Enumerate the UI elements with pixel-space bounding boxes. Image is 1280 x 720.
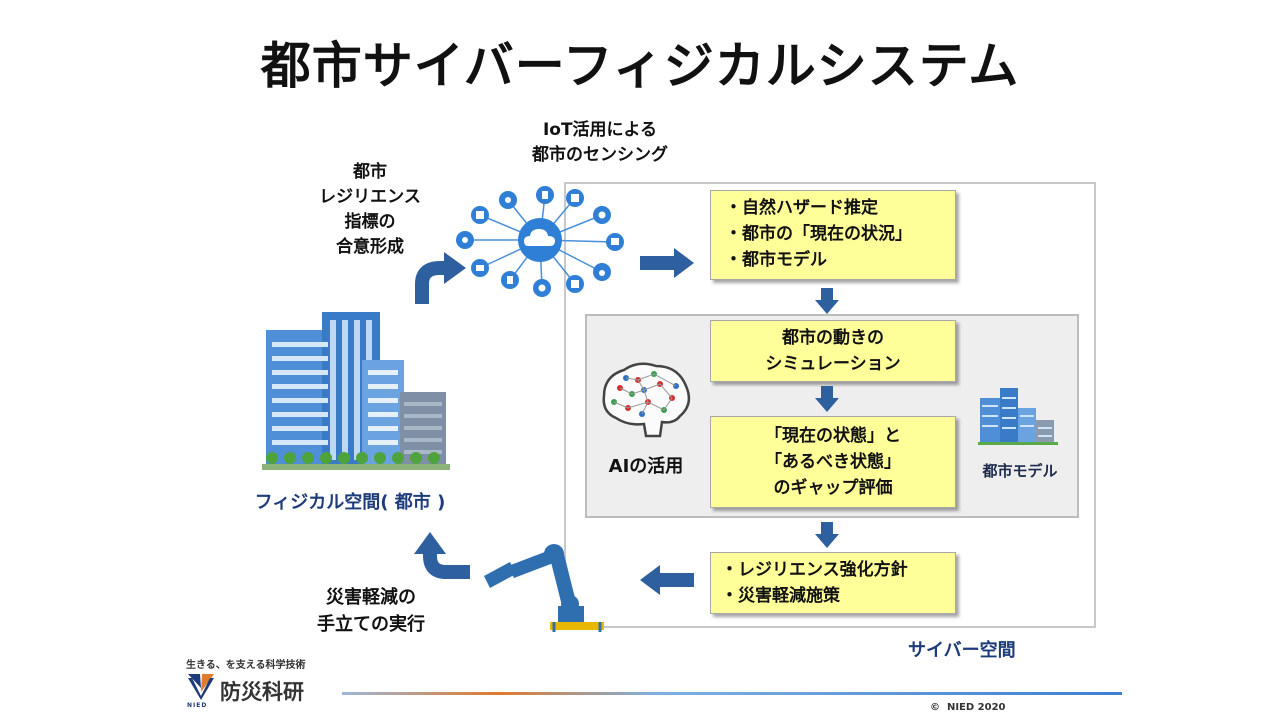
- resilience-index-label: 都市 レジリエンス 指標の 合意形成: [319, 162, 421, 257]
- hazard-estimation-box: ・自然ハザード推定 ・都市の「現在の状況」 ・都市モデル: [710, 190, 956, 280]
- iot-network-graphic: [456, 186, 624, 297]
- nied-tagline: 生きる、を支える科学技術: [186, 660, 306, 671]
- nied-mark-text: NIED: [187, 702, 208, 709]
- gap-evaluation-box: 「現在の状態」と 「あるべき状態」 のギャップ評価: [710, 416, 956, 508]
- arrow-to-execution: [640, 565, 694, 595]
- arrow-down-2: [815, 386, 839, 412]
- city-model-label: 都市モデル: [982, 462, 1058, 480]
- page-title: 都市サイバーフィジカルシステム: [260, 37, 1020, 95]
- physical-city-buildings: [262, 312, 450, 470]
- footer-divider: [342, 692, 1122, 695]
- curved-arrow-down: [414, 532, 470, 579]
- curved-arrow-up: [415, 252, 466, 304]
- ai-utilization-label: AIの活用: [608, 456, 684, 477]
- arrow-to-analysis: [640, 248, 694, 278]
- city-model-buildings: [978, 388, 1058, 445]
- nied-logo-icon: [188, 674, 214, 700]
- arrow-down-1: [815, 288, 839, 314]
- iot-sensing-label: IoT活用による 都市のセンシング: [532, 120, 668, 165]
- simulation-box: 都市の動きの シミュレーション: [710, 320, 956, 382]
- arrow-down-3: [815, 522, 839, 548]
- copyright-text: © NIED 2020: [930, 702, 1006, 713]
- physical-space-label: フィジカル空間( 都市 ): [254, 492, 446, 513]
- brain-icon: [602, 362, 691, 438]
- robot-arm-icon: [484, 544, 604, 632]
- nied-org-name: 防災科研: [220, 680, 304, 704]
- resilience-policy-box: ・レジリエンス強化方針 ・災害軽減施策: [710, 552, 956, 614]
- cyber-space-label: サイバー空間: [908, 640, 1016, 661]
- mitigation-execution-label: 災害軽減の 手立ての実行: [317, 587, 425, 635]
